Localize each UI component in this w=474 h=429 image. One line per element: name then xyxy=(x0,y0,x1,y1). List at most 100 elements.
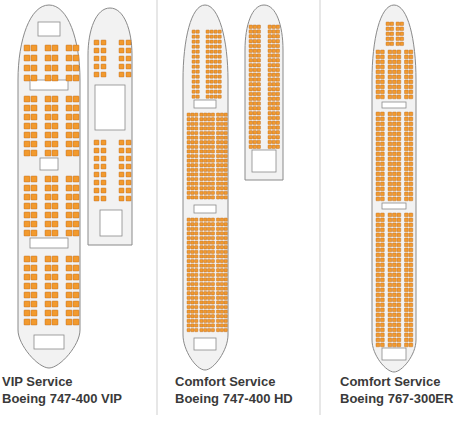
seat xyxy=(24,310,30,316)
seat xyxy=(381,80,385,84)
seat xyxy=(393,65,397,69)
seat xyxy=(220,305,223,308)
seat xyxy=(409,80,413,84)
seat xyxy=(381,85,385,89)
seat xyxy=(101,180,106,185)
seat xyxy=(381,273,385,277)
seat xyxy=(249,54,253,58)
seat xyxy=(268,30,272,34)
seat xyxy=(200,241,203,244)
seat xyxy=(376,162,380,166)
seat xyxy=(211,191,214,194)
seat xyxy=(94,164,99,169)
seat xyxy=(376,283,380,287)
seat xyxy=(207,118,210,121)
seat xyxy=(224,131,227,134)
seat xyxy=(216,315,219,318)
seat xyxy=(192,40,195,43)
seat xyxy=(376,308,380,312)
seat xyxy=(211,122,214,125)
seat xyxy=(196,65,199,68)
seat xyxy=(207,305,210,308)
seat xyxy=(409,343,413,347)
seat xyxy=(276,35,280,39)
seat xyxy=(66,212,72,218)
seat xyxy=(191,223,194,226)
seat xyxy=(386,22,390,26)
seat xyxy=(126,40,131,45)
seat xyxy=(397,95,401,99)
seat xyxy=(216,164,219,167)
seat xyxy=(31,141,37,147)
seat xyxy=(388,182,392,186)
seat xyxy=(409,85,413,89)
seat xyxy=(66,150,72,156)
seat xyxy=(253,59,257,63)
seat xyxy=(224,182,227,185)
seat xyxy=(397,253,401,257)
seat xyxy=(206,75,209,78)
seat xyxy=(52,221,58,227)
seat xyxy=(195,301,198,304)
seat xyxy=(393,80,397,84)
seat xyxy=(192,90,195,93)
seat xyxy=(268,59,272,63)
seat xyxy=(409,95,413,99)
seat xyxy=(207,182,210,185)
seat xyxy=(276,92,280,96)
seat xyxy=(45,274,51,280)
seat xyxy=(397,50,401,54)
seat xyxy=(216,218,219,221)
seat xyxy=(211,250,214,253)
seat xyxy=(119,48,124,53)
separator-line xyxy=(157,0,158,415)
seat xyxy=(195,264,198,267)
seat xyxy=(187,141,190,144)
seat xyxy=(253,116,257,120)
seat xyxy=(376,50,380,54)
seat xyxy=(66,105,72,111)
seat xyxy=(45,75,51,81)
seat xyxy=(200,282,203,285)
seat xyxy=(191,273,194,276)
seat xyxy=(24,319,30,325)
seat xyxy=(192,65,195,68)
seat xyxy=(204,246,207,249)
seat xyxy=(191,319,194,322)
seat xyxy=(216,191,219,194)
seat xyxy=(191,301,194,304)
seat xyxy=(216,168,219,171)
seat xyxy=(381,228,385,232)
seat xyxy=(272,73,276,77)
seat xyxy=(249,111,253,115)
seat xyxy=(52,176,58,182)
seat xyxy=(220,164,223,167)
seat xyxy=(405,273,409,277)
seat xyxy=(409,142,413,146)
seat xyxy=(192,45,195,48)
seat xyxy=(45,96,51,102)
seat xyxy=(388,127,392,131)
seat xyxy=(204,269,207,272)
seat xyxy=(272,145,276,149)
seat xyxy=(31,105,37,111)
seat xyxy=(393,238,397,242)
seat xyxy=(376,293,380,297)
seat xyxy=(388,273,392,277)
seat xyxy=(393,197,397,201)
seat xyxy=(73,65,79,71)
seat xyxy=(195,177,198,180)
seat xyxy=(405,218,409,222)
seat xyxy=(210,35,213,38)
fuselage-outline xyxy=(18,5,80,368)
seat xyxy=(276,140,280,144)
seat xyxy=(224,118,227,121)
seat xyxy=(191,187,194,190)
seat xyxy=(187,301,190,304)
seat xyxy=(393,343,397,347)
seat xyxy=(214,50,217,53)
seat xyxy=(211,255,214,258)
seat xyxy=(211,287,214,290)
seat xyxy=(24,96,30,102)
seat xyxy=(224,305,227,308)
